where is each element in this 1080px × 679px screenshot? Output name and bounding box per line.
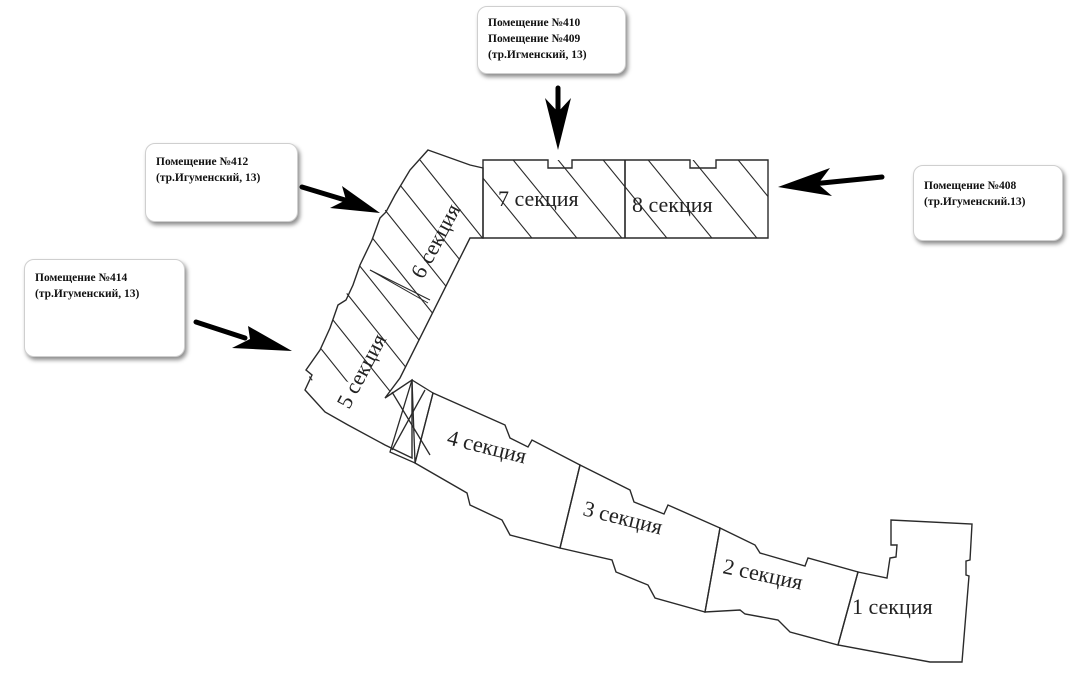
callout-line: Помещение №408	[924, 180, 1017, 192]
callout-line: (тр.Игуменский.13)	[924, 196, 1026, 208]
section-4-outline	[414, 392, 581, 549]
section-labels: 7 секция 8 секция 6 секция 5 секция 4 се…	[331, 186, 932, 619]
section-7-8-block	[482, 159, 769, 239]
callout-line: Помещение №410	[488, 17, 581, 29]
arrow-left-icon	[778, 168, 885, 196]
arrow-right-down-icon	[299, 184, 380, 213]
callout-line: Помещение №409	[488, 33, 581, 45]
arrow-down-icon	[545, 85, 571, 150]
callout-line: (тр.Игуменский, 13)	[156, 172, 261, 184]
arrows	[193, 85, 885, 351]
section-6-label: 6 секция	[405, 199, 465, 282]
callout-premises-414: Помещение №414 (тр.Игуменский, 13)	[24, 259, 185, 357]
section-7-label: 7 секция	[498, 186, 579, 211]
section-2-label: 2 секция	[721, 553, 805, 594]
arrow-right-down-icon	[193, 319, 292, 351]
section-56-outline	[304, 149, 484, 460]
hatch-78	[483, 160, 768, 238]
callout-premises-408: Помещение №408 (тр.Игуменский.13)	[913, 165, 1063, 241]
section-5-label: 5 секция	[331, 329, 391, 412]
callout-line: (тр.Игуменский, 13)	[35, 288, 140, 300]
callout-premises-410: Помещение №410 Помещение №409 (тр.Игменс…	[477, 6, 626, 74]
section-3-label: 3 секция	[581, 496, 665, 540]
section-1-label: 1 секция	[852, 594, 933, 619]
callout-line: Помещение №414	[35, 272, 128, 284]
section-8-label: 8 секция	[632, 192, 713, 217]
callout-line: Помещение №412	[156, 156, 249, 168]
section-4-label: 4 секция	[445, 425, 529, 469]
callout-line: (тр.Игменский, 13)	[488, 49, 587, 61]
section-1-4-block	[414, 392, 973, 663]
section-3-outline	[559, 463, 721, 613]
section-78-outline	[482, 159, 769, 239]
section-1-outline	[837, 519, 973, 663]
callout-premises-412: Помещение №412 (тр.Игуменский, 13)	[145, 143, 298, 222]
